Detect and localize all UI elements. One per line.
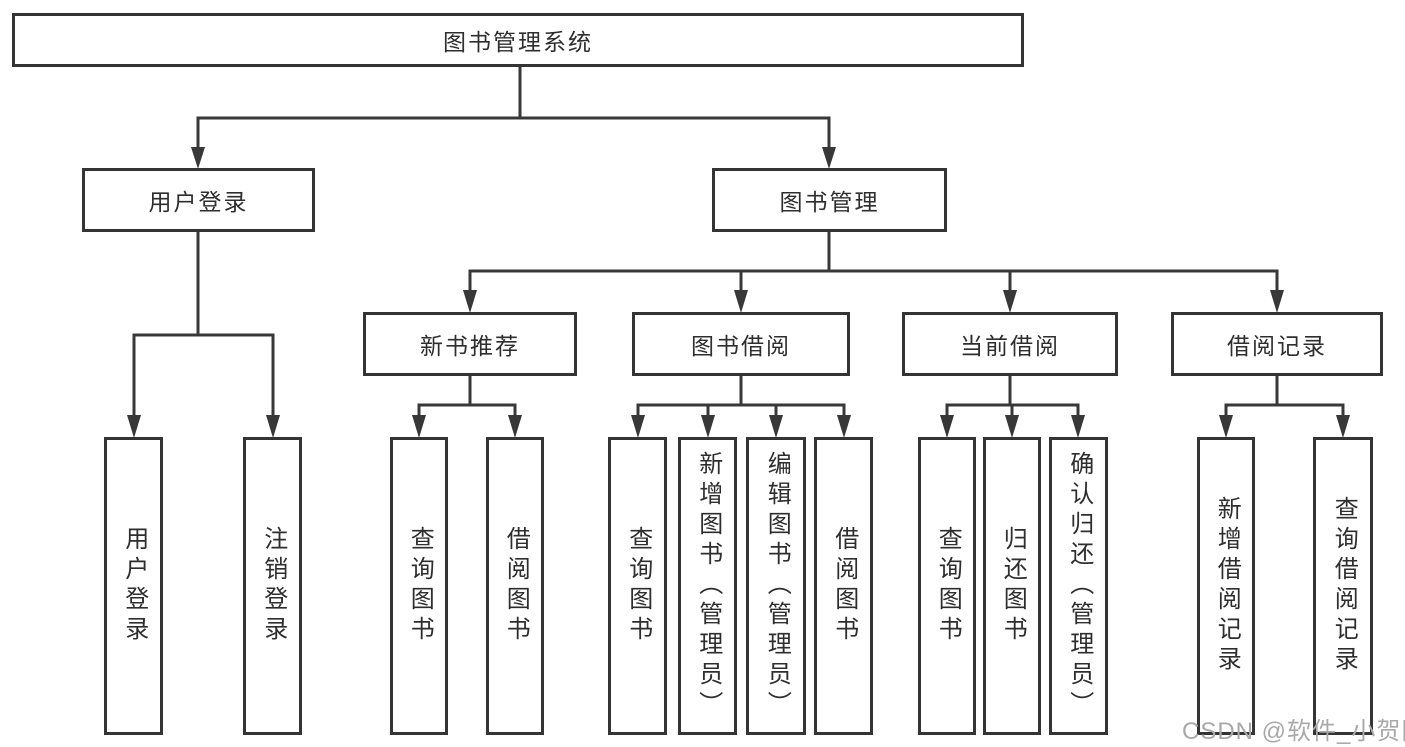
node-label: 查询图书 bbox=[624, 526, 652, 646]
arrowhead-icon bbox=[508, 415, 522, 438]
node-label: 查询图书 bbox=[406, 526, 434, 646]
node-label: 确认归还（管理员） bbox=[1065, 451, 1093, 721]
node-label: 编辑图书（管理员） bbox=[763, 451, 791, 721]
leaf-add-book-admin: 新增图书（管理员） bbox=[678, 437, 737, 735]
arrowhead-icon bbox=[463, 290, 477, 313]
arrowhead-icon bbox=[734, 290, 748, 313]
leaf-borrow-books-borrow: 借阅图书 bbox=[814, 437, 873, 735]
arrowhead-icon bbox=[1003, 290, 1017, 313]
leaf-return-books: 归还图书 bbox=[983, 437, 1041, 735]
node-book-management: 图书管理 bbox=[712, 168, 947, 232]
connector-book-management-to-level3 bbox=[463, 231, 1284, 313]
arrowhead-icon bbox=[1270, 290, 1284, 313]
node-label: 图书管理 bbox=[779, 189, 880, 215]
node-label: 图书管理系统 bbox=[443, 29, 593, 55]
leaf-query-books-recommend: 查询图书 bbox=[390, 437, 448, 735]
node-new-book-recommend: 新书推荐 bbox=[363, 312, 577, 376]
arrowhead-icon bbox=[1071, 415, 1085, 438]
leaf-logout: 注销登录 bbox=[243, 437, 302, 735]
node-label: 用户登录 bbox=[120, 526, 148, 646]
arrowhead-icon bbox=[191, 147, 205, 169]
leaf-query-books-borrow: 查询图书 bbox=[608, 437, 667, 735]
node-label: 借阅图书 bbox=[830, 526, 858, 646]
connector-user-login-to-children bbox=[127, 231, 280, 438]
leaf-confirm-return-admin: 确认归还（管理员） bbox=[1049, 437, 1108, 735]
node-label: 查询图书 bbox=[934, 526, 962, 646]
node-label: 归还图书 bbox=[999, 526, 1027, 646]
arrowhead-icon bbox=[1005, 415, 1019, 438]
node-borrowing-records: 借阅记录 bbox=[1171, 312, 1383, 376]
leaf-add-borrow-record: 新增借阅记录 bbox=[1197, 437, 1255, 735]
leaf-query-borrow-record: 查询借阅记录 bbox=[1313, 437, 1373, 735]
leaf-query-books-current: 查询图书 bbox=[918, 437, 976, 735]
arrowhead-icon bbox=[127, 415, 141, 438]
node-label: 用户登录 bbox=[148, 189, 249, 215]
node-book-borrowing: 图书借阅 bbox=[632, 312, 850, 376]
arrowhead-icon bbox=[769, 415, 783, 438]
arrowhead-icon bbox=[1336, 415, 1350, 438]
arrowhead-icon bbox=[1219, 415, 1233, 438]
node-label: 图书借阅 bbox=[691, 333, 791, 359]
node-label: 新书推荐 bbox=[420, 333, 520, 359]
csdn-watermark: CSDN @软件_小贺同学 bbox=[1182, 718, 1405, 745]
arrowhead-icon bbox=[412, 415, 426, 438]
node-label: 借阅图书 bbox=[502, 526, 530, 646]
node-current-borrowing: 当前借阅 bbox=[902, 312, 1118, 376]
node-label: 查询借阅记录 bbox=[1330, 496, 1358, 676]
node-label: 新增借阅记录 bbox=[1213, 496, 1241, 676]
node-label: 注销登录 bbox=[259, 526, 287, 646]
arrowhead-icon bbox=[266, 415, 280, 438]
arrowhead-icon bbox=[822, 147, 836, 169]
arrowhead-icon bbox=[837, 415, 851, 438]
connector-recommend-to-children bbox=[412, 375, 522, 438]
node-library-system: 图书管理系统 bbox=[12, 13, 1024, 67]
leaf-edit-book-admin: 编辑图书（管理员） bbox=[746, 437, 806, 735]
node-label: 当前借阅 bbox=[960, 333, 1060, 359]
node-label: 借阅记录 bbox=[1227, 333, 1327, 359]
arrowhead-icon bbox=[940, 415, 954, 438]
node-user-login: 用户登录 bbox=[82, 168, 315, 232]
arrowhead-icon bbox=[701, 415, 715, 438]
connector-records-to-children bbox=[1219, 375, 1350, 438]
leaf-user-login: 用户登录 bbox=[104, 437, 163, 735]
leaf-borrow-books-recommend: 借阅图书 bbox=[486, 437, 544, 735]
connector-current-to-children bbox=[940, 375, 1085, 438]
node-label: 新增图书（管理员） bbox=[694, 451, 722, 721]
connector-root-to-level2 bbox=[191, 67, 836, 169]
connector-borrow-to-children bbox=[631, 375, 851, 438]
arrowhead-icon bbox=[631, 415, 645, 438]
